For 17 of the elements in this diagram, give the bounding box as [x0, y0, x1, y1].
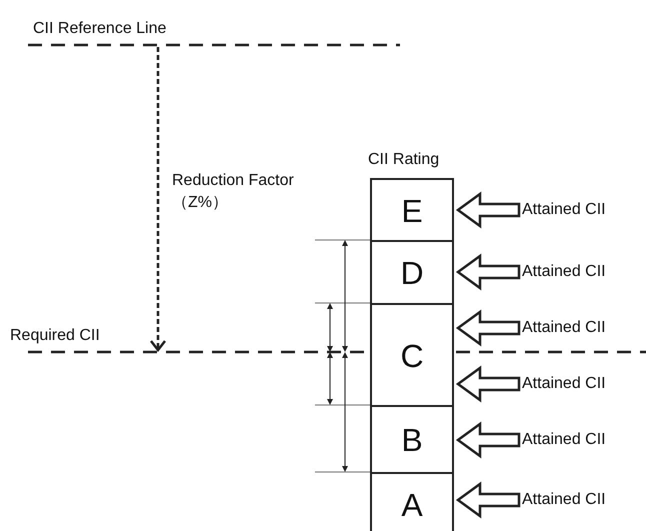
attained-label: Attained CII	[522, 200, 606, 219]
hollow-arrow	[456, 310, 520, 346]
hollow-arrow	[456, 422, 520, 458]
attained-label: Attained CII	[522, 430, 606, 449]
hollow-arrow	[456, 482, 520, 518]
attained-label: Attained CII	[522, 490, 606, 509]
line-label: CII Reference Line	[33, 19, 166, 38]
hollow-arrow	[456, 366, 520, 402]
attained-label: Attained CII	[522, 374, 606, 393]
scale-heading: CII Rating	[368, 150, 440, 169]
dimension-label: Reduction Factor（Z%）	[172, 171, 295, 213]
line-label: Required CII	[10, 326, 100, 345]
attained-label: Attained CII	[522, 262, 606, 281]
attained-label: Attained CII	[522, 318, 606, 337]
hollow-arrow	[456, 192, 520, 228]
hollow-arrow	[456, 254, 520, 290]
rating-box: A	[370, 472, 454, 531]
